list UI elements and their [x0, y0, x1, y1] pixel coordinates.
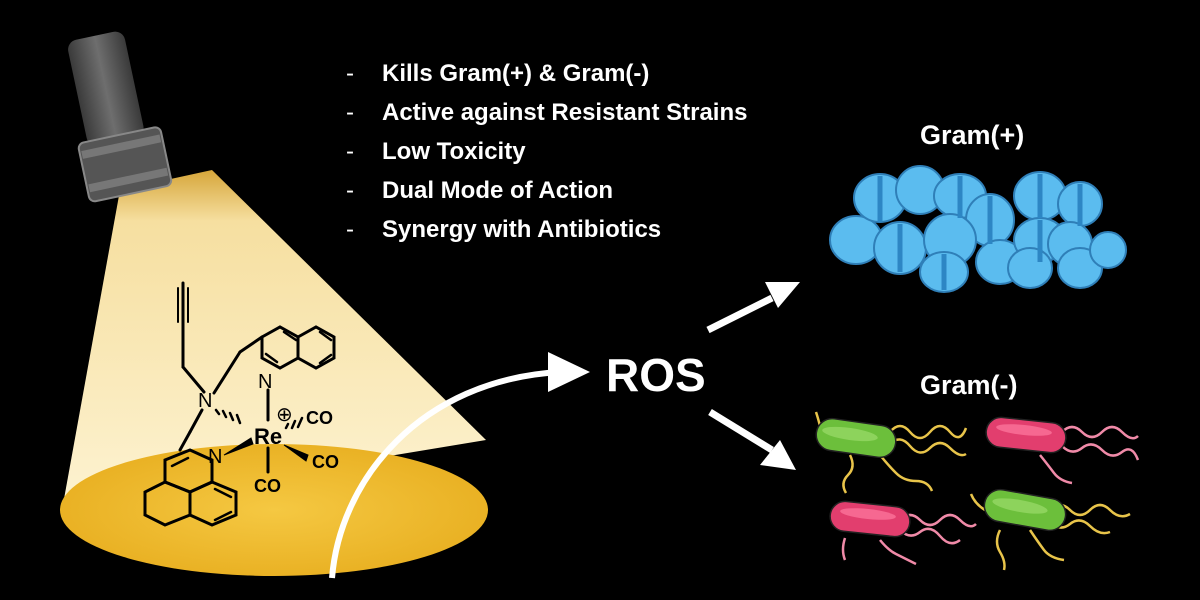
co-ligand-upper: CO [306, 408, 333, 428]
gram-positive-bacteria [829, 165, 1127, 293]
atom-n-bottom: N [208, 446, 223, 468]
co-ligand-right: CO [312, 452, 339, 472]
excitation-arrow [329, 352, 590, 579]
positive-charge-icon: ⊕ [276, 404, 293, 426]
feature-text: Synergy with Antibiotics [382, 215, 662, 243]
gram-positive-label: Gram(+) [920, 120, 1025, 150]
atom-re: Re [254, 424, 283, 449]
co-ligand-bottom: CO [254, 476, 281, 496]
feature-text: Kills Gram(+) & Gram(-) [382, 59, 650, 87]
feature-list: -Kills Gram(+) & Gram(-) -Active against… [346, 54, 747, 249]
feature-text: Active against Resistant Strains [382, 98, 748, 126]
feature-item: -Low Toxicity [346, 137, 526, 165]
atom-n-top: N [258, 371, 273, 393]
feature-item: -Kills Gram(+) & Gram(-) [346, 59, 650, 87]
feature-text: Low Toxicity [382, 137, 526, 165]
feature-text: Dual Mode of Action [382, 176, 614, 204]
ros-arrow-down [708, 409, 796, 470]
gram-negative-label: Gram(-) [920, 370, 1018, 400]
lower-quinoline-ring [143, 448, 238, 527]
ros-arrow-up [706, 282, 800, 334]
upper-quinoline-ring [260, 325, 336, 370]
light-spot [60, 444, 488, 576]
light-beam [60, 170, 488, 576]
rhenium-complex-structure [143, 281, 336, 527]
feature-item: -Synergy with Antibiotics [346, 215, 662, 243]
feature-item: -Dual Mode of Action [346, 176, 614, 204]
flashlight-icon [68, 31, 173, 203]
atom-n-amine: N [198, 390, 213, 412]
feature-item: -Active against Resistant Strains [346, 98, 748, 126]
gram-negative-bacteria [814, 411, 1140, 571]
light-cone [62, 170, 486, 510]
ros-label: ROS [606, 349, 706, 401]
